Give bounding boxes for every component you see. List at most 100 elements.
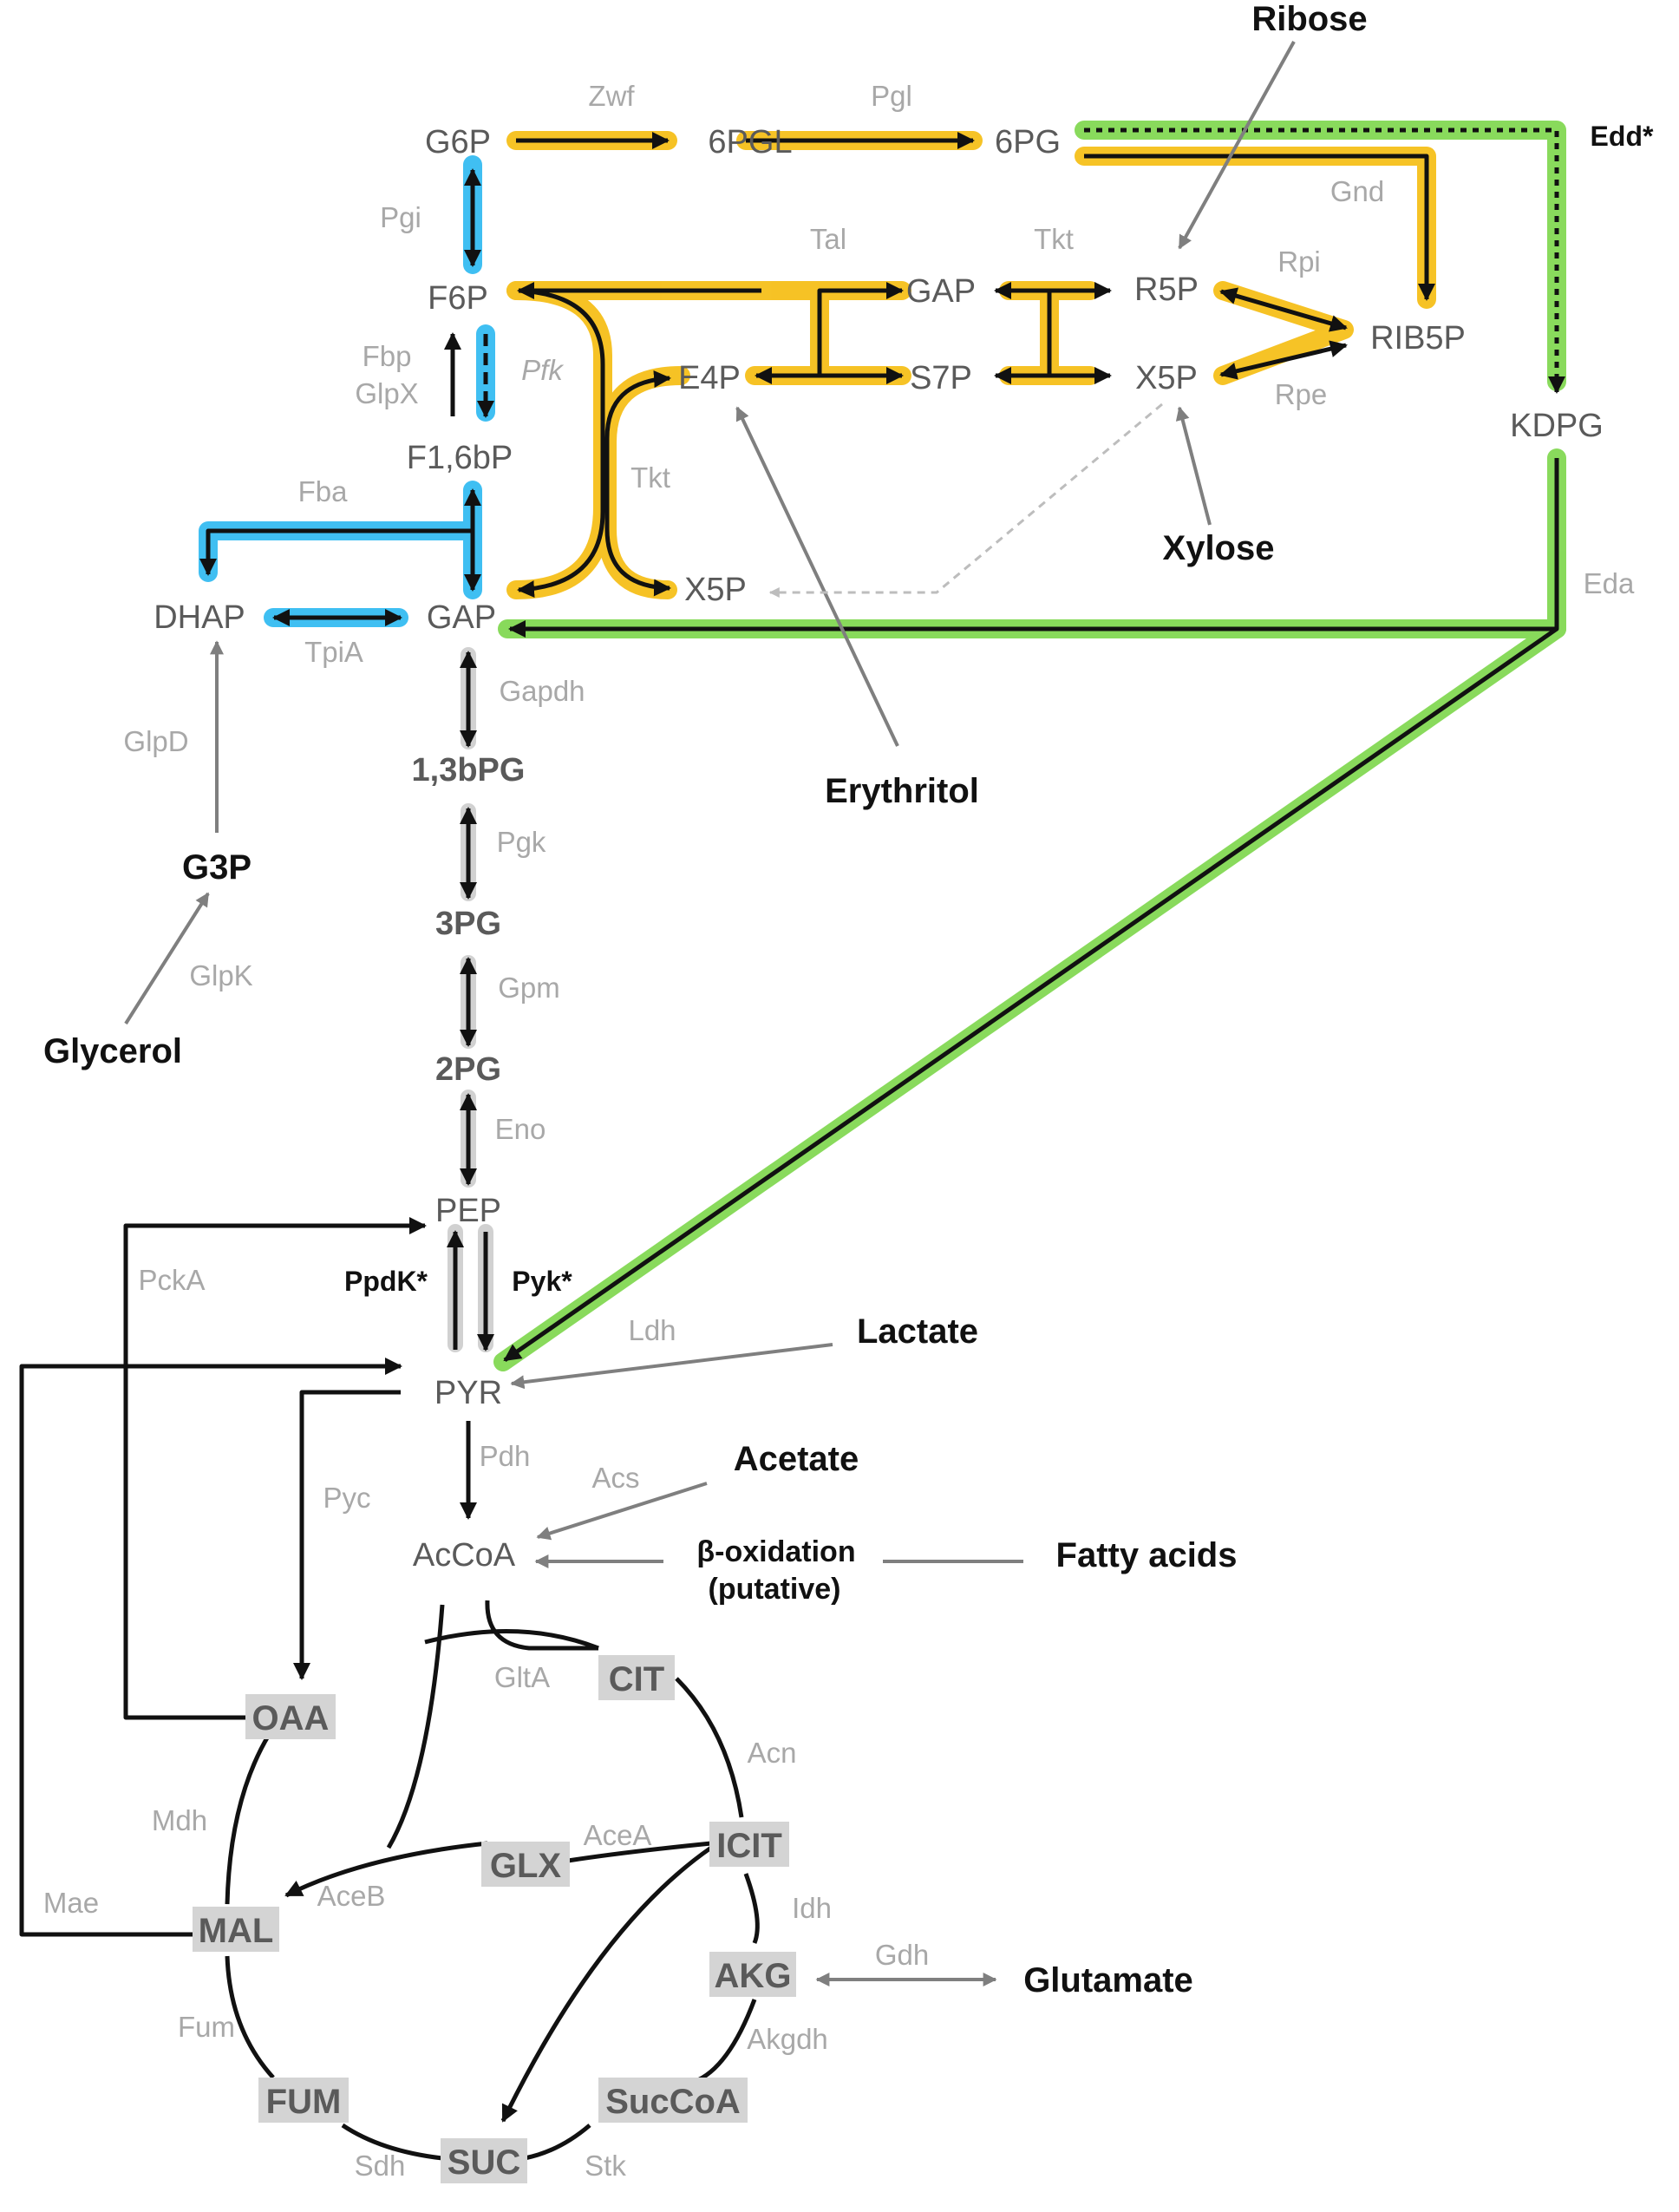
arrow-pcka (123, 1217, 427, 1720)
metabolite-g3p: G3P (182, 848, 252, 887)
tca-oaa: OAA (252, 1699, 330, 1738)
metabolite-13bpg: 1,3bPG (412, 752, 526, 789)
tca-arc-accoa-cit (485, 1600, 598, 1651)
tca-suc: SUC (448, 2143, 520, 2182)
arrow-rpi (1219, 287, 1348, 332)
enzyme-fum: Fum (178, 2011, 235, 2043)
substrate-erythritol: Erythritol (825, 772, 979, 810)
arrow-pyc (293, 1390, 401, 1680)
tca-arc-cit-icit (675, 1677, 744, 1818)
metabolite-g6p: G6P (425, 124, 491, 160)
tca-cit: CIT (609, 1660, 664, 1698)
enzyme-eno: Eno (495, 1113, 546, 1145)
enzyme-pfk: Pfk (521, 354, 564, 386)
enzyme-pdh: Pdh (480, 1440, 531, 1472)
arrow-ribose (1178, 41, 1296, 250)
metabolite-gap: GAP (427, 599, 496, 636)
substrate-xylose: Xylose (1163, 529, 1275, 567)
metabolite-e4p: E4P (678, 360, 741, 396)
enzyme-mdh: Mdh (152, 1804, 207, 1836)
enzyme-gpm: Gpm (498, 972, 560, 1004)
tca-icit: ICIT (716, 1827, 782, 1865)
arrow-aceb (284, 1841, 488, 1898)
enzyme-pcka: PckA (138, 1264, 205, 1296)
enzyme-zwf: Zwf (588, 80, 635, 112)
enzyme-acea: AceA (584, 1819, 652, 1851)
metabolite-2pg: 2PG (435, 1051, 501, 1088)
tca-arc-akg-succoa (693, 1999, 757, 2084)
tca-box-akg (709, 1952, 796, 1997)
arrow-xylose-x5p (768, 402, 1163, 598)
enzyme-glpx: GlpX (355, 377, 418, 409)
enzyme-idh: Idh (792, 1892, 832, 1924)
enzyme-acn: Acn (748, 1737, 797, 1769)
enzyme-gapdh: Gapdh (499, 675, 585, 707)
enzyme-fbp: Fbp (363, 340, 412, 372)
metabolite-3pg: 3PG (435, 906, 501, 942)
enzyme-sdh: Sdh (355, 2150, 406, 2182)
enzyme-acs: Acs (591, 1462, 639, 1494)
tca-cycle-ring (424, 1629, 599, 1651)
metabolite-gap-ppp: GAP (906, 273, 976, 310)
enzyme-eda: Eda (1584, 567, 1635, 599)
enzyme-pyc: Pyc (323, 1482, 370, 1514)
tca-glx: GLX (490, 1847, 562, 1885)
arrow-gnd (1084, 154, 1435, 301)
enzyme-gdh: Gdh (875, 1939, 929, 1971)
metabolite-f6p: F6P (428, 280, 488, 317)
tca-box-mal (193, 1907, 279, 1952)
metabolite-6pgl: 6PGL (708, 124, 792, 160)
arrow-glpk (124, 892, 210, 1025)
tca-fum: FUM (266, 2083, 342, 2121)
arrow-fba (199, 528, 473, 576)
arrow-tal-gap (817, 282, 904, 312)
substrate-acetate: Acetate (734, 1440, 859, 1478)
arrow-erythritol (735, 406, 899, 747)
enzyme-gnd: Gnd (1330, 175, 1384, 207)
enzyme-tpia: TpiA (304, 636, 363, 668)
enzyme-pgi: Pgi (380, 201, 421, 233)
arrow-acea (567, 1841, 712, 1863)
enzyme-aceb: AceB (317, 1880, 386, 1912)
arrow-xylose (1175, 406, 1212, 526)
arrow-edd (1084, 128, 1565, 394)
tca-mal: MAL (199, 1912, 274, 1950)
arrow-mae (19, 1358, 402, 1937)
tca-arc-accoa-aceb (386, 1604, 445, 1849)
substrate-lactate: Lactate (857, 1312, 978, 1351)
substrate-beta-oxidation: β-oxidation (696, 1535, 855, 1568)
enzyme-tkt-lower: Tkt (630, 461, 670, 494)
enzyme-rpi: Rpi (1277, 245, 1321, 278)
metabolite-x5p-ppp: X5P (1135, 360, 1198, 396)
substrate-fatty-acids: Fatty acids (1056, 1536, 1238, 1574)
enzyme-pyk: Pyk* (512, 1266, 572, 1297)
substrate-glutamate: Glutamate (1023, 1961, 1193, 1999)
metabolite-dhap: DHAP (154, 599, 245, 636)
tca-succoa: SucCoA (605, 2083, 741, 2121)
substrate-glycerol: Glycerol (43, 1032, 182, 1070)
arrow-eda-pyr (503, 626, 1558, 1363)
substrate-beta-oxidation-putative: (putative) (709, 1573, 841, 1606)
metabolite-6pg: 6PG (995, 124, 1061, 160)
arrow-tkt2-right-x5p (604, 486, 671, 597)
glycolysis-highlight (199, 155, 495, 627)
metabolite-rib5p: RIB5P (1370, 320, 1466, 357)
metabolite-f16bp: F1,6bP (407, 440, 513, 476)
metabolite-r5p: R5P (1134, 272, 1199, 308)
arrow-lactate (510, 1343, 833, 1390)
metabolite-x5p-tkt: X5P (684, 572, 747, 608)
metabolite-pep: PEP (435, 1193, 501, 1229)
enzyme-tal: Tal (810, 223, 846, 255)
tca-box-cit (598, 1655, 675, 1700)
enzyme-fba: Fba (298, 475, 349, 507)
enzyme-tkt-ppp: Tkt (1034, 223, 1074, 255)
tca-box-glx (481, 1842, 570, 1887)
enzyme-glta: GltA (494, 1661, 550, 1693)
tca-box-succoa (598, 2078, 748, 2123)
metabolite-s7p: S7P (910, 360, 972, 396)
enzyme-glpk: GlpK (189, 959, 252, 991)
arrow-rpe (1219, 340, 1348, 380)
enzyme-ppdk: PpdK* (344, 1266, 428, 1297)
enzyme-pgk: Pgk (497, 826, 546, 858)
